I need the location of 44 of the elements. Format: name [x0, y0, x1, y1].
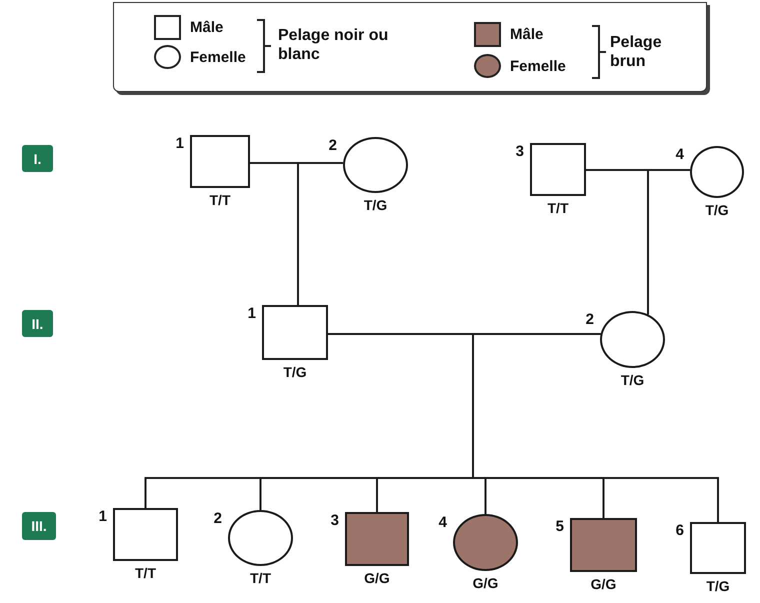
individual-number: 1: [246, 305, 256, 322]
individual-number: 6: [674, 522, 684, 539]
genotype-label: T/G: [620, 372, 646, 388]
individual-number: 3: [514, 143, 524, 160]
individual-number: 1: [98, 508, 107, 525]
individual-number: 3: [330, 512, 339, 529]
male-square: [530, 143, 586, 196]
male-square: [690, 522, 746, 574]
legend-group-label: Pelage brun: [610, 33, 663, 71]
legend-label: Mâle: [190, 19, 224, 36]
generation-label: III.: [22, 512, 56, 540]
legend-label: Mâle: [510, 26, 544, 43]
individual-number: 2: [584, 311, 594, 328]
genotype-label: T/T: [249, 570, 272, 586]
individual-number: 1: [174, 135, 184, 152]
male-square: [113, 508, 178, 561]
male-square: [570, 518, 637, 572]
individual-number: 4: [438, 514, 447, 531]
genotype-label: T/T: [134, 565, 157, 581]
male-square: [345, 512, 409, 566]
individual-number: 2: [212, 510, 222, 527]
genotype-label: T/G: [362, 197, 388, 213]
genotype-label: T/T: [208, 192, 232, 208]
generation-label: II.: [22, 310, 53, 337]
legend-group-label: Pelage noir ou blanc: [278, 26, 390, 64]
genotype-label: T/G: [704, 202, 730, 218]
genotype-label: G/G: [363, 570, 391, 586]
individual-number: 4: [674, 146, 684, 163]
male-square: [190, 135, 250, 188]
pedigree-line: [472, 333, 719, 522]
generation-label: I.: [22, 145, 53, 172]
individual-number: 5: [554, 518, 564, 535]
pedigree-line: [297, 162, 344, 305]
female-circle: [690, 146, 744, 198]
genotype-label: T/G: [705, 578, 731, 594]
genotype-label: T/G: [282, 364, 308, 380]
legend-label: Femelle: [510, 58, 566, 75]
genotype-label: T/T: [546, 200, 570, 216]
legend-label: Femelle: [190, 49, 246, 66]
pedigree-line: [647, 169, 690, 314]
male-square: [262, 305, 328, 360]
genotype-label: G/G: [472, 575, 500, 591]
individual-number: 2: [328, 137, 337, 154]
genotype-label: G/G: [590, 576, 618, 592]
